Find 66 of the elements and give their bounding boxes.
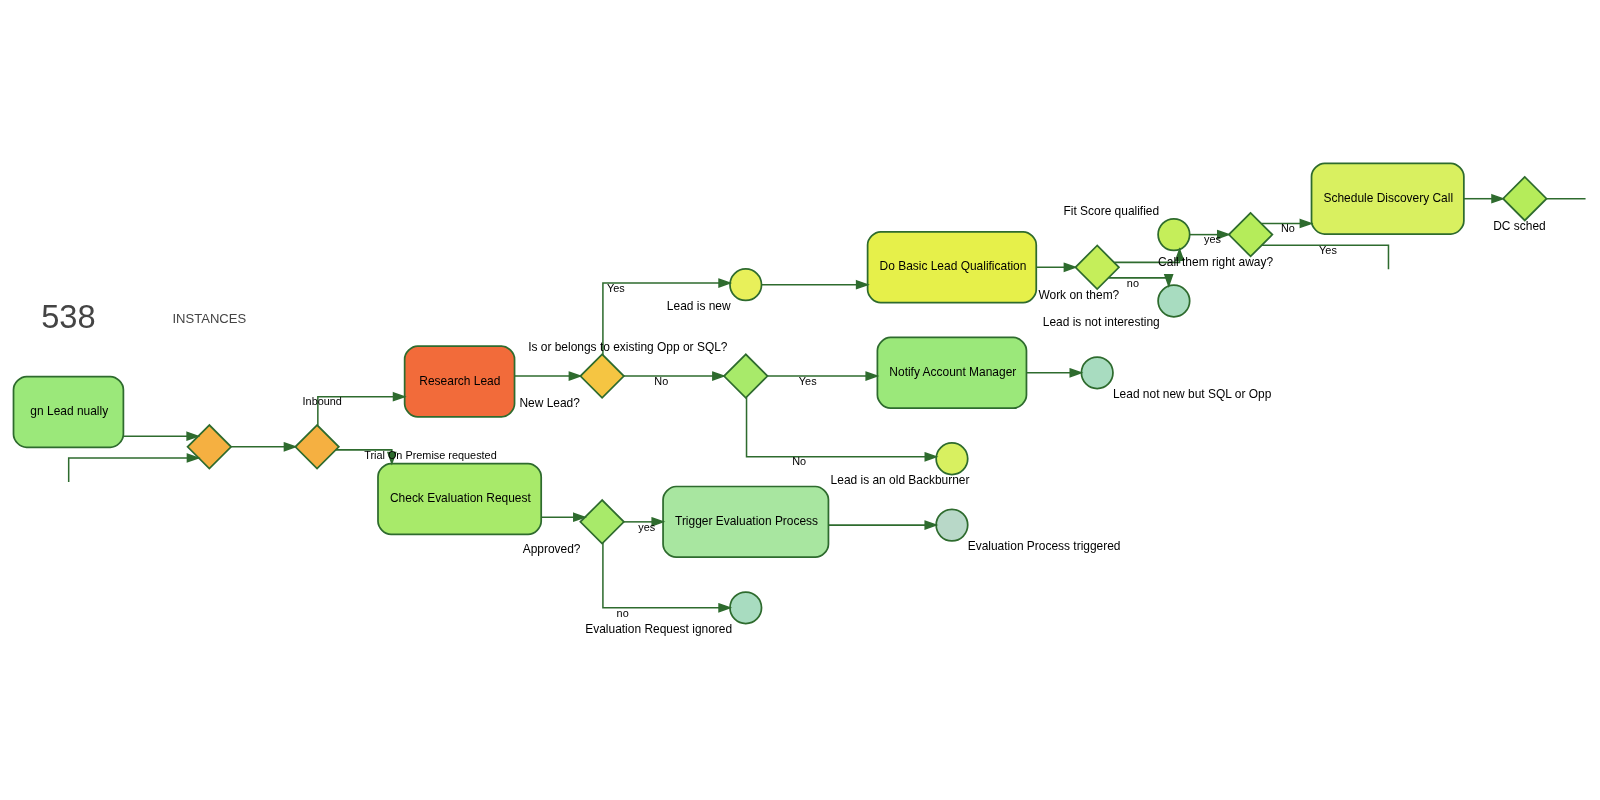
arrow (1025, 367, 1084, 378)
node-box: Notify Account Manager (876, 336, 1028, 410)
arrow (540, 512, 587, 523)
node-label: Work on them? (1038, 287, 1120, 302)
arrow (67, 453, 201, 483)
node-label: Lead not new but SQL or Opp (1112, 387, 1272, 402)
label: 538 (41, 297, 96, 335)
node-box: Check Evaluation Request (377, 462, 543, 536)
node-label: Lead is an old Backburner (830, 473, 970, 488)
label: INSTANCES (172, 310, 247, 326)
arrow (317, 391, 407, 427)
edge-label: No (792, 455, 807, 468)
connector (1261, 244, 1390, 271)
node-box: Research Lead (403, 345, 516, 418)
node-circle (935, 442, 969, 476)
node-label: DC sched (1493, 219, 1546, 234)
node-diamond (722, 353, 769, 400)
edge-label: no (1126, 276, 1139, 289)
edge-label: Yes (1319, 243, 1337, 256)
node-label: Approved? (522, 542, 581, 557)
node-diamond (579, 353, 626, 400)
arrow (767, 371, 880, 381)
node-diamond (1074, 244, 1121, 291)
arrow (602, 542, 733, 613)
node-circle (1157, 284, 1191, 318)
edge-label: Yes (798, 374, 817, 387)
arrow (513, 371, 583, 381)
arrow (602, 278, 733, 356)
arrow (623, 516, 666, 527)
node-label: Evaluation Process triggered (967, 539, 1121, 554)
node-box: Schedule Discovery Call (1310, 162, 1465, 235)
node-label: Fit Score qualified (1063, 204, 1160, 219)
arrow (1107, 274, 1174, 288)
node-diamond (579, 498, 626, 545)
arrow (827, 520, 939, 530)
edge-label: No (654, 374, 669, 387)
node-circle (1080, 356, 1114, 390)
arrow (760, 279, 870, 290)
arrow (122, 431, 201, 442)
node-box: Trigger Evaluation Process (662, 485, 830, 559)
node-diamond (1227, 211, 1274, 258)
connector (1545, 197, 1587, 200)
node-circle (1157, 217, 1191, 252)
arrow (745, 396, 939, 462)
node-box: Do Basic Lead Qualification (866, 231, 1038, 304)
node-diamond (294, 423, 341, 470)
edge-label: yes (638, 520, 656, 533)
node-label: Lead is new (666, 299, 731, 314)
edge-label: No (1280, 222, 1295, 235)
node-diamond (1501, 175, 1548, 222)
edge-label: yes (1203, 233, 1221, 246)
node-circle (729, 591, 763, 625)
node-label: New Lead? (519, 396, 580, 411)
arrow (230, 441, 298, 452)
edge-label: Yes (606, 281, 625, 294)
arrow (623, 371, 727, 381)
arrow (1463, 193, 1506, 204)
arrow (1189, 229, 1231, 240)
node-box: gn Lead nually (12, 375, 125, 449)
node-circle (729, 268, 763, 302)
arrow (1260, 218, 1314, 229)
edge-label: no (616, 606, 629, 619)
node-circle (935, 508, 969, 542)
arrow (1035, 262, 1078, 273)
node-label: Lead is not interesting (1042, 315, 1160, 330)
node-label: Evaluation Request ignored (585, 622, 733, 637)
